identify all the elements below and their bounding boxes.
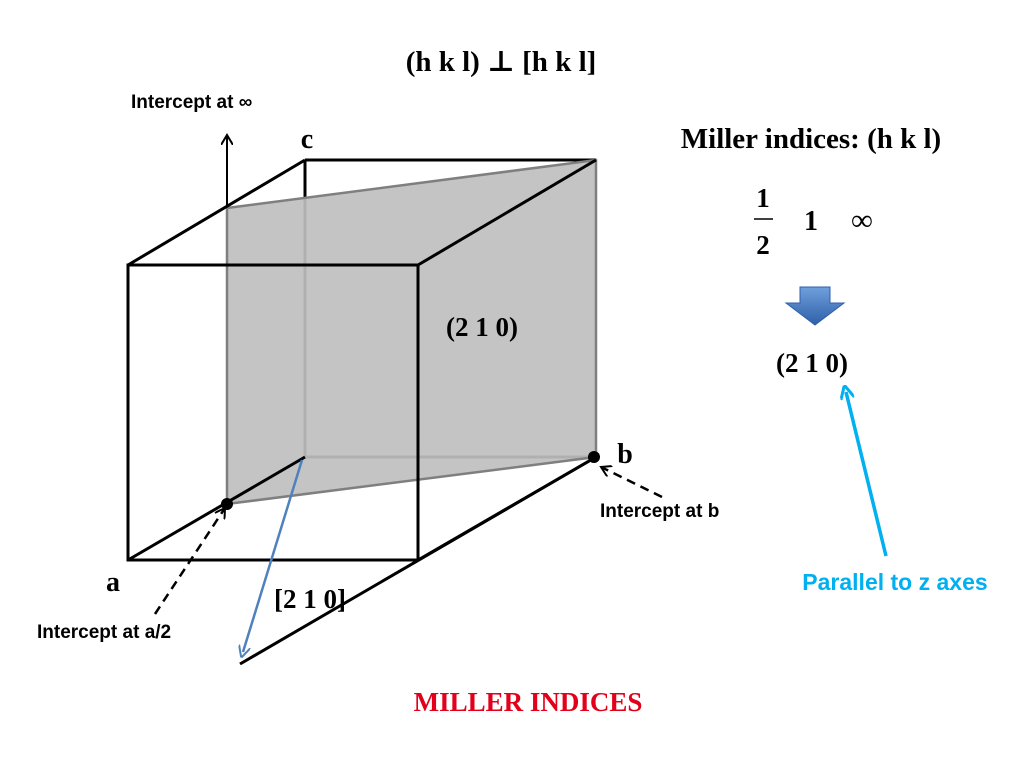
cube-edge-top-right	[417, 158, 597, 267]
axis-label-b: b	[617, 439, 633, 470]
footer-title: MILLER INDICES	[414, 687, 643, 717]
direction-210-arrow	[243, 459, 304, 652]
fraction-denominator: 2	[756, 230, 770, 260]
result-label: (2 1 0)	[776, 348, 848, 378]
panel-heading: Miller indices: (h k l)	[681, 123, 941, 155]
cube-edge-top-left	[127, 158, 306, 267]
intercept-point-a2	[221, 498, 233, 510]
intercept-b-label: Intercept at b	[600, 501, 719, 522]
axis-label-a: a	[106, 567, 120, 598]
direction-label: [2 1 0]	[274, 584, 346, 614]
plane-label: (2 1 0)	[446, 312, 518, 342]
plane-210	[225, 158, 598, 506]
intercept-a2-pointer	[153, 508, 225, 615]
value-one: 1	[804, 206, 818, 237]
intercept-point-b	[588, 451, 600, 463]
page-title: (h k l) ⊥ [h k l]	[406, 46, 597, 78]
cube-edge-bottom-left	[127, 455, 306, 562]
cube-front-face	[126, 263, 420, 562]
axis-label-c: c	[301, 124, 313, 155]
parallel-pointer	[846, 392, 888, 557]
value-infinity: ∞	[851, 204, 872, 237]
fraction-numerator: 1	[756, 183, 770, 213]
intercept-inf-label: Intercept at ∞	[131, 92, 252, 113]
cube-lower-extension	[239, 455, 597, 666]
down-arrow-icon	[784, 286, 846, 326]
parallel-label: Parallel to z axes	[802, 569, 987, 595]
intercept-a2-label: Intercept at a/2	[37, 622, 171, 643]
intercept-b-pointer	[601, 467, 663, 499]
